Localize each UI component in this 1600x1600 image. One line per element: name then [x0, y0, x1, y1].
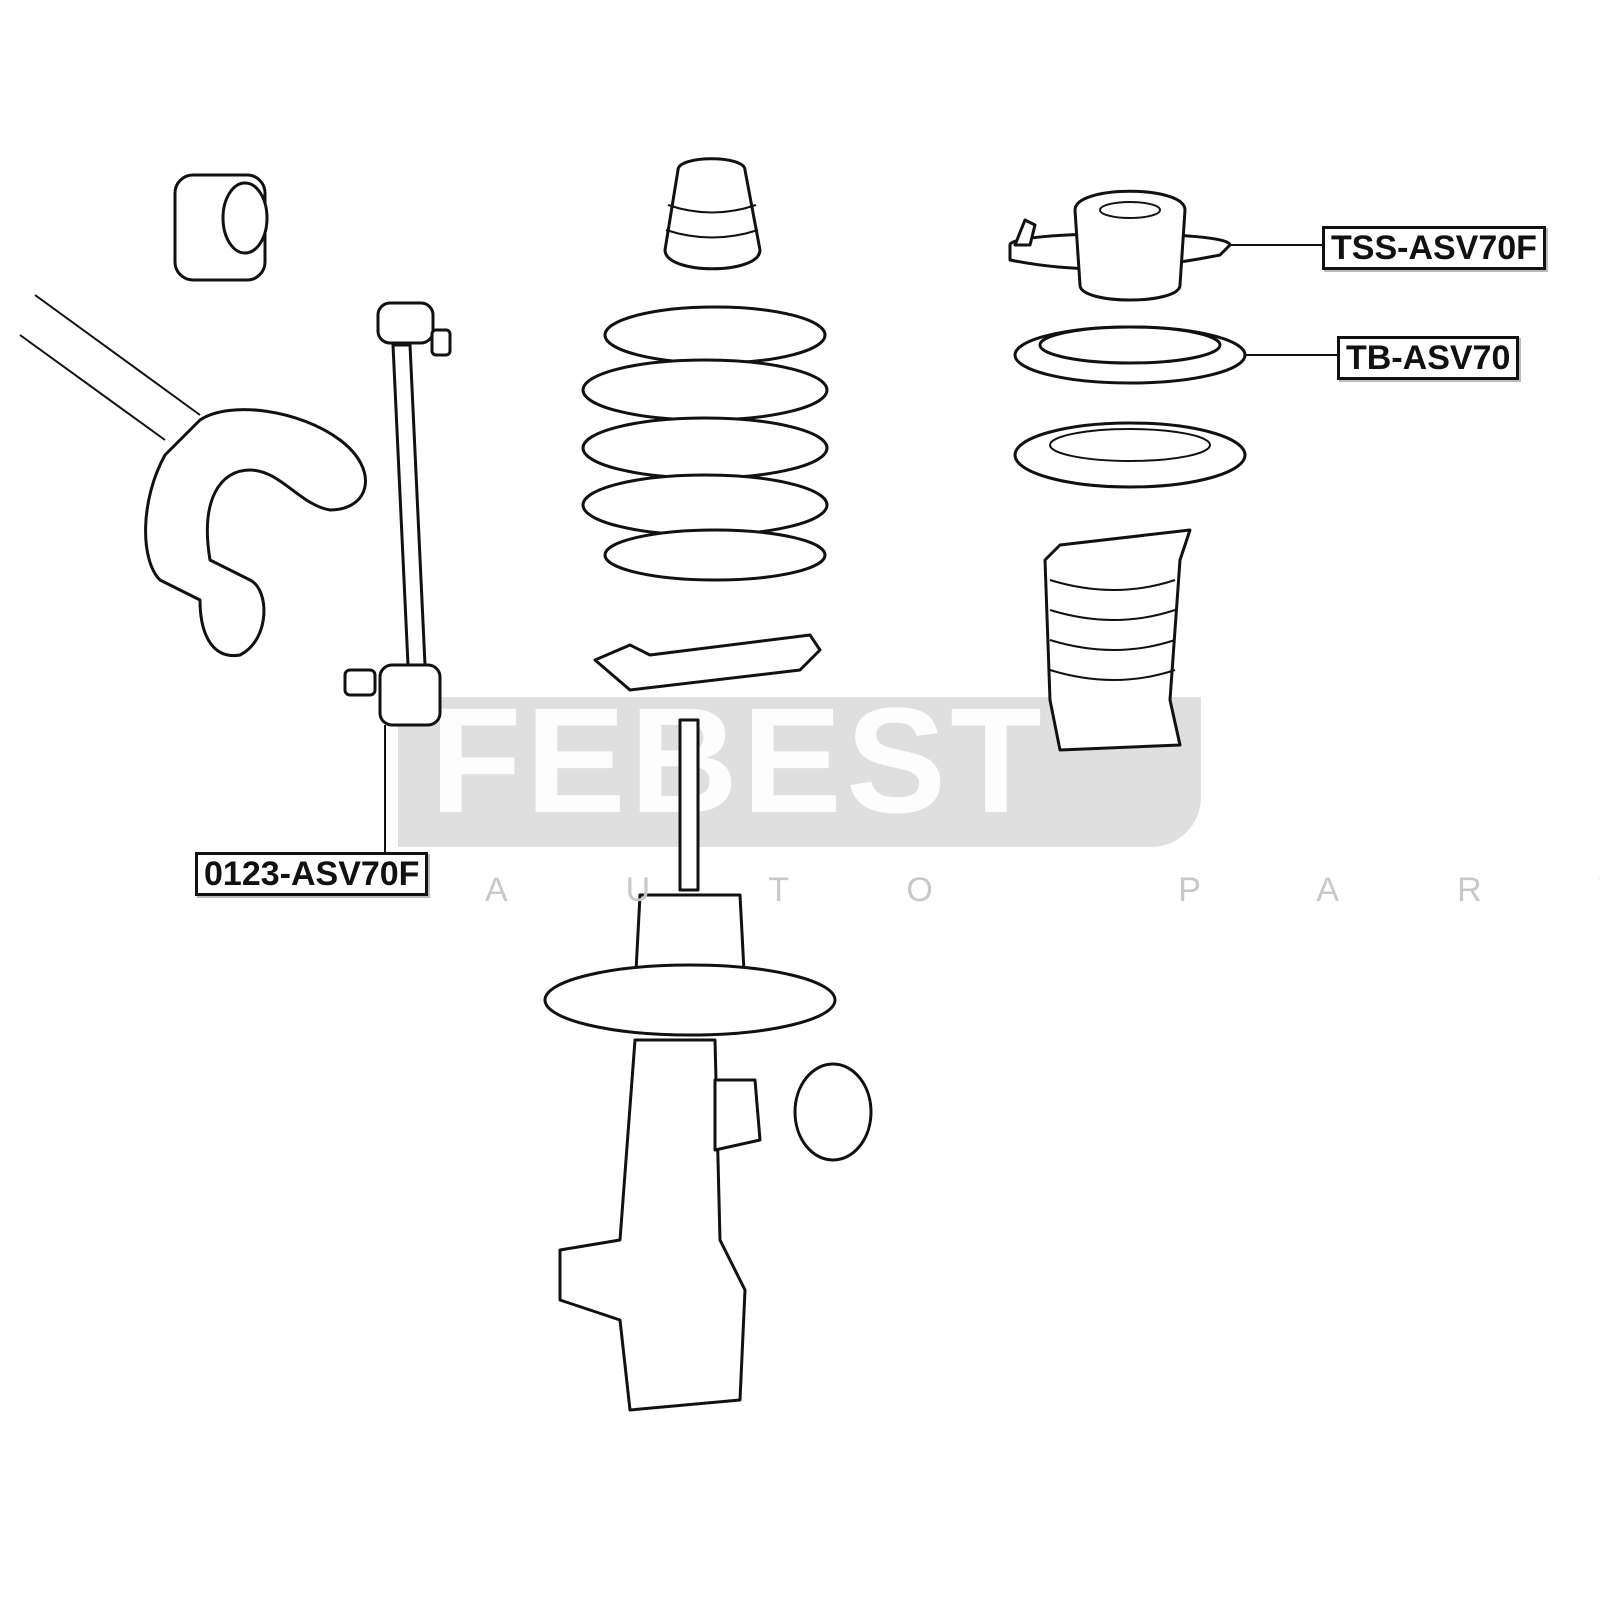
strut-top-mount — [1008, 189, 1232, 302]
coil-spring — [581, 305, 829, 582]
strut-bushing — [793, 1062, 873, 1162]
bump-stop — [663, 157, 762, 271]
part-label-top-mount[interactable]: TSS-ASV70F — [1322, 226, 1546, 270]
lower-spring-insulator — [593, 633, 822, 692]
part-label-stabilizer-link[interactable]: 0123-ASV70F — [195, 852, 429, 896]
watermark-brand: FEBEST — [430, 676, 1046, 844]
part-label-bearing[interactable]: TB-ASV70 — [1337, 336, 1520, 380]
stabilizer-bar — [19, 294, 367, 657]
upper-spring-seat — [1013, 421, 1247, 489]
shock-absorber — [543, 718, 837, 1412]
dust-boot — [1043, 528, 1192, 752]
stabilizer-link — [343, 301, 452, 860]
strut-bearing — [1013, 325, 1247, 385]
stabilizer-bushing — [173, 173, 269, 282]
